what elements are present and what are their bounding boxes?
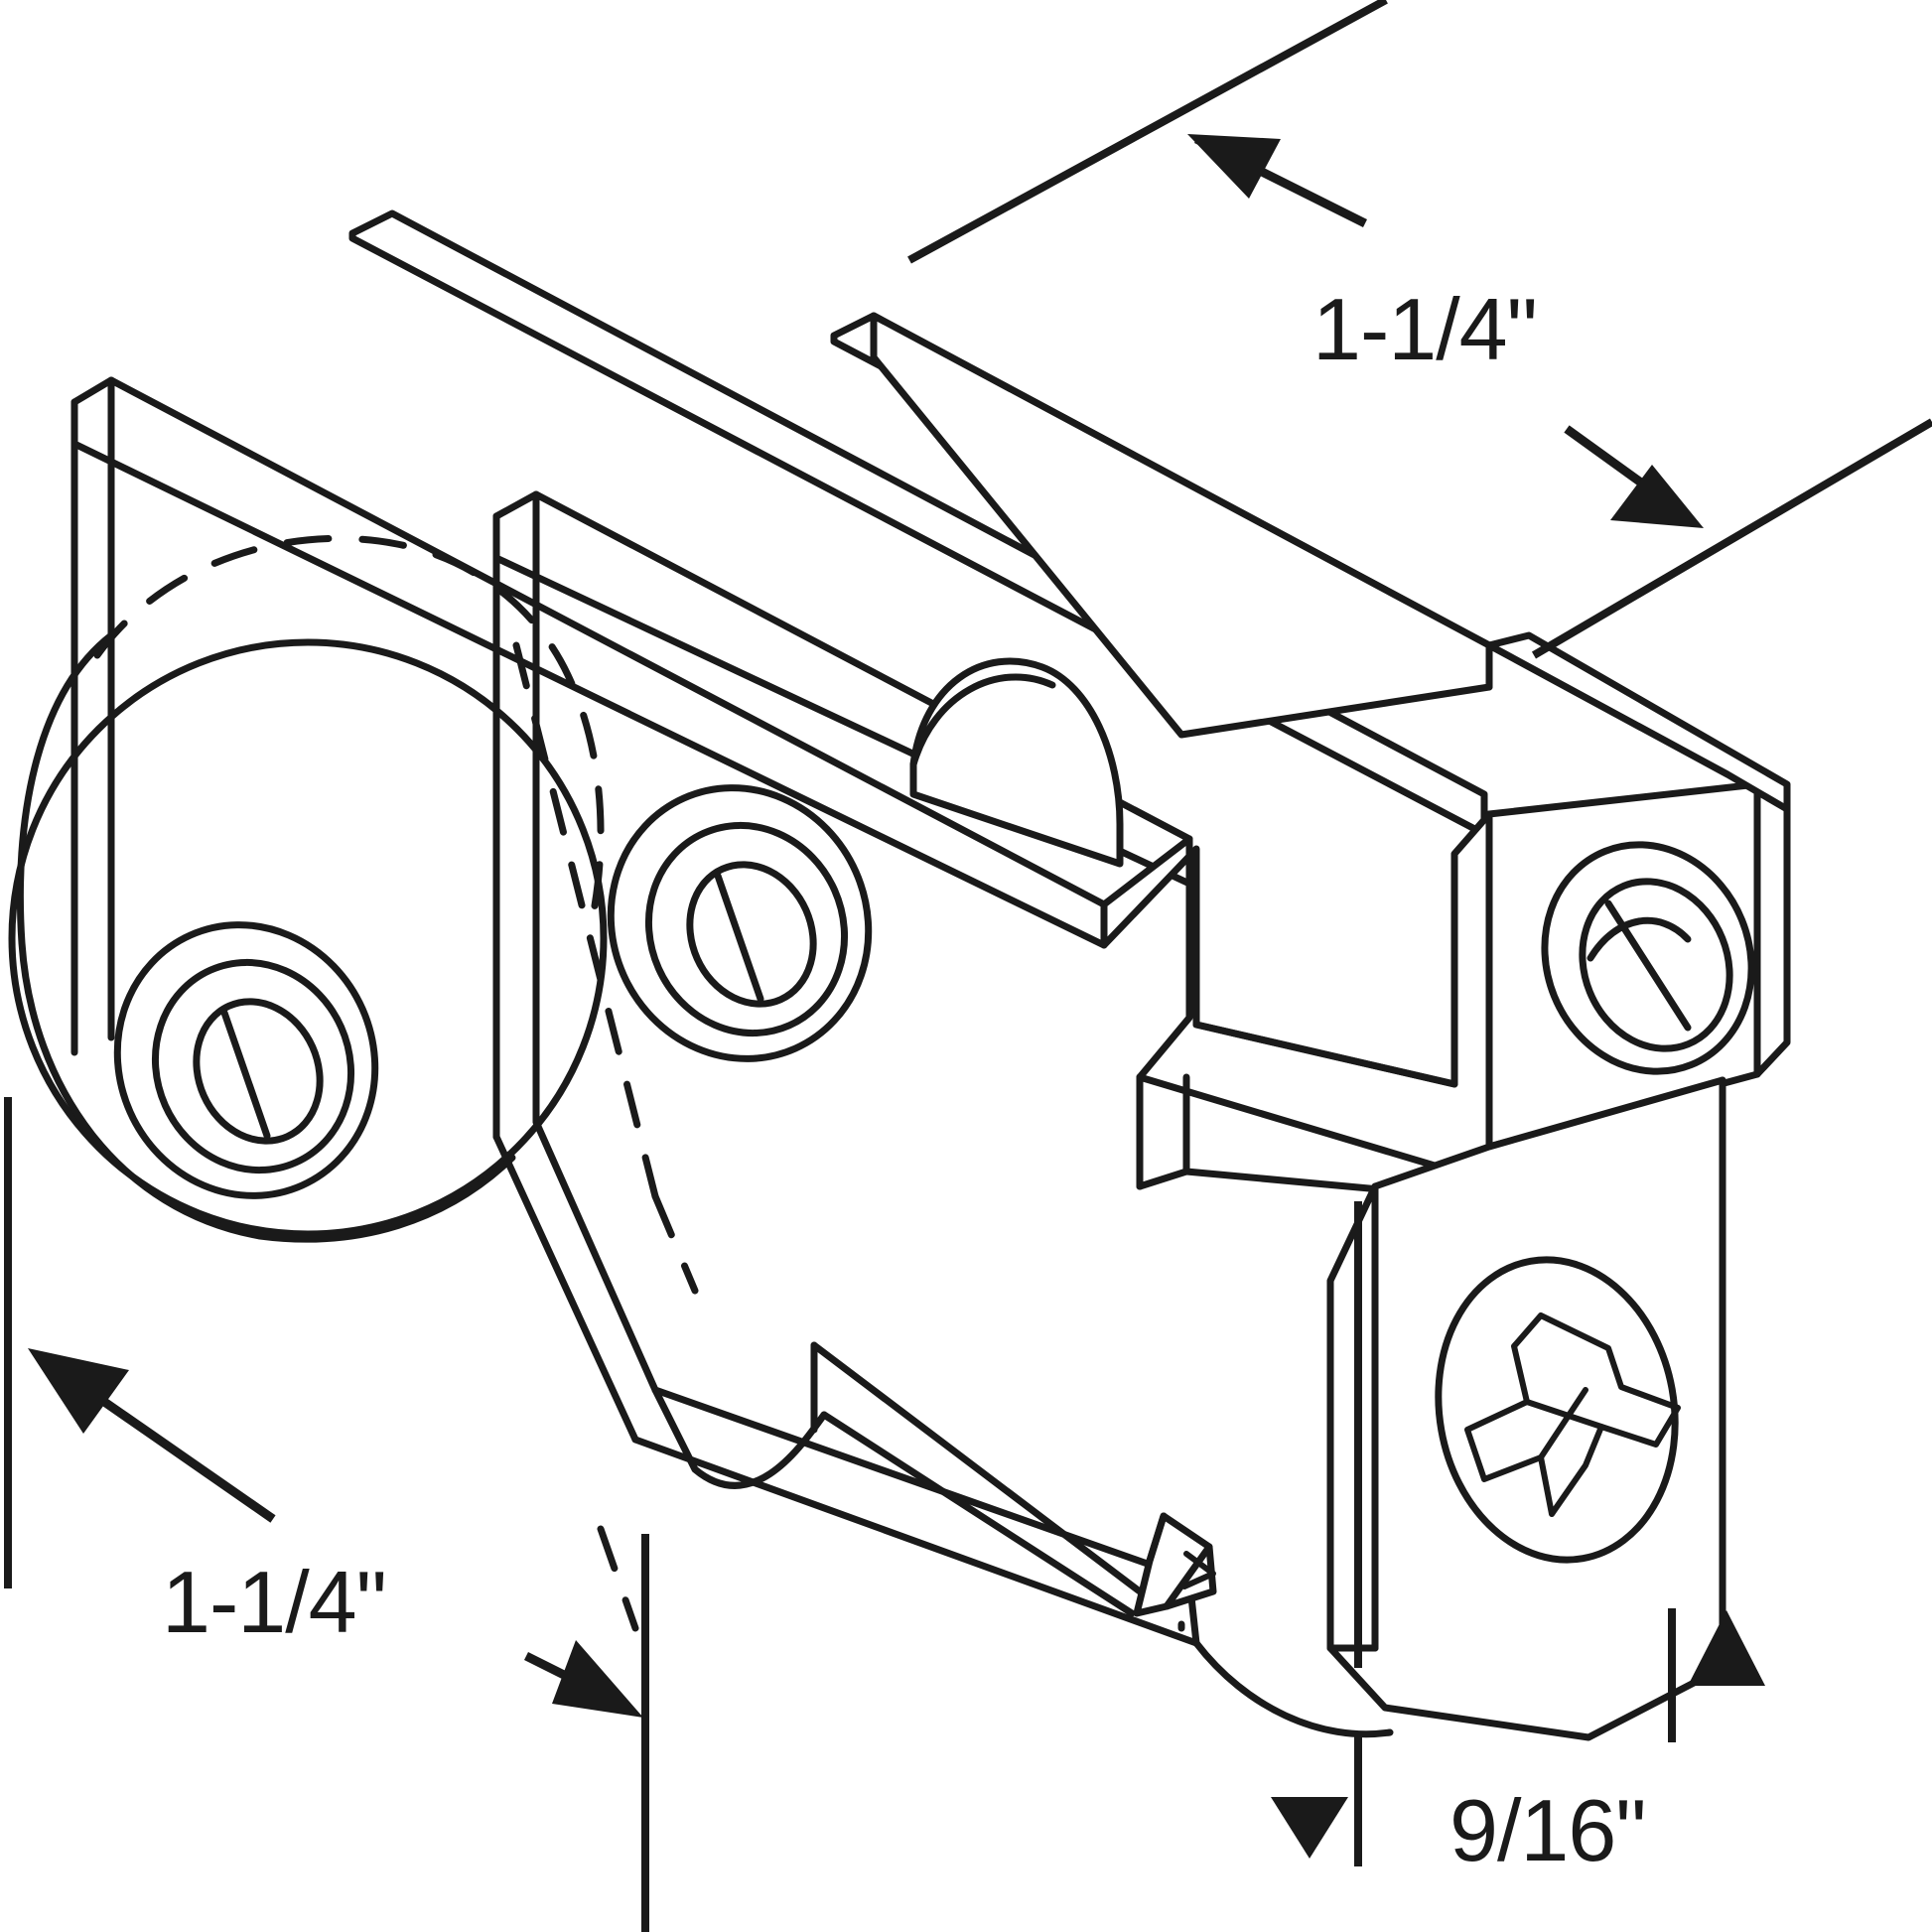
dimension-label-wheel-diameter: 1-1/4" [162,1553,387,1651]
axle-hole-front [607,784,873,1062]
axle-hole-rear [113,921,379,1199]
roller-crest [909,657,1124,868]
roller-wheel-visible [16,534,605,1243]
dimension-label-width: 1-1/4" [1312,280,1538,378]
dimension-label-height: 9/16" [1449,1781,1647,1879]
channel-groove [1100,810,1493,1200]
dimension-bottom-left [4,1097,649,1932]
bracket-tab-notch [651,1341,1217,1617]
dimension-bottom-right [1271,1201,1765,1866]
mounting-hole-right [1541,841,1755,1075]
phillips-screw [1435,1256,1681,1564]
housing-top-slab [870,312,1493,739]
dimension-top-right [907,0,1932,659]
